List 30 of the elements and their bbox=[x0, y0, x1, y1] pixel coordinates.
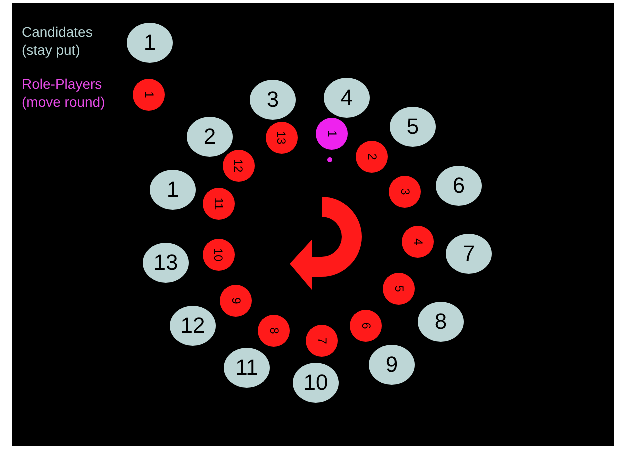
circle-number: 1 bbox=[166, 179, 180, 201]
circle-number: 1 bbox=[143, 92, 155, 98]
circle-number: 11 bbox=[236, 357, 258, 379]
circle-number: 3 bbox=[399, 188, 411, 196]
legend-text: Candidates (stay put) bbox=[22, 23, 94, 59]
circle-number: 9 bbox=[386, 354, 398, 376]
circle-number: 8 bbox=[434, 311, 448, 333]
circle-number: 10 bbox=[304, 372, 328, 394]
circle-number: 9 bbox=[230, 298, 242, 304]
circle-number: 4 bbox=[340, 87, 354, 109]
circle-number: 7 bbox=[462, 243, 476, 265]
circle-number: 11 bbox=[213, 198, 225, 210]
circle-number: 13 bbox=[154, 252, 178, 274]
circle-number: 12 bbox=[180, 315, 206, 337]
circle-number: 1 bbox=[144, 32, 156, 54]
circle-number: 6 bbox=[452, 175, 466, 197]
circle-number: 7 bbox=[316, 338, 328, 344]
circle-number: 13 bbox=[276, 131, 288, 145]
circle-number: 4 bbox=[412, 238, 424, 246]
circle-number: 2 bbox=[204, 126, 216, 148]
circle-number: 6 bbox=[360, 322, 372, 330]
circle-number: 10 bbox=[213, 248, 225, 262]
circle-number: 12 bbox=[233, 159, 245, 173]
circle-number: 5 bbox=[406, 116, 420, 138]
circle-number: 3 bbox=[266, 89, 280, 111]
circle-number: 1 bbox=[326, 130, 338, 138]
legend-text: Role-Players (move round) bbox=[22, 75, 106, 111]
circle-number: 8 bbox=[268, 328, 280, 334]
circle-number: 5 bbox=[393, 286, 405, 292]
circle-number: 2 bbox=[366, 154, 378, 160]
